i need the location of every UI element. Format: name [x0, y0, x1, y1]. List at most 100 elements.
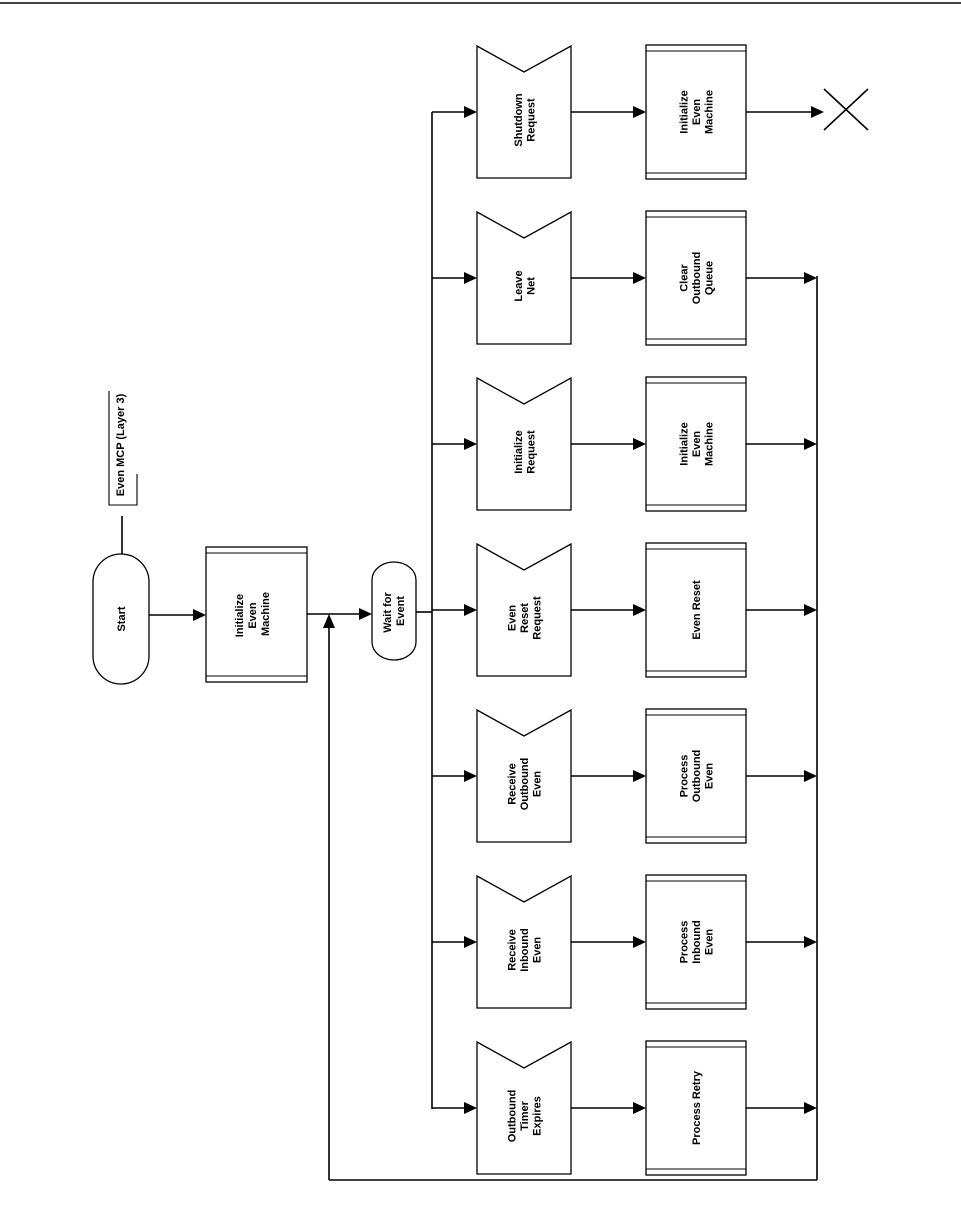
event-action-arrow-1	[633, 106, 646, 118]
action-exit-arrow-2	[804, 272, 817, 284]
start-label: Start	[116, 606, 128, 631]
start-terminator: Start	[92, 553, 150, 685]
event-label-7-line-1: Outbound	[507, 1090, 519, 1143]
init-to-wait-arrow	[359, 608, 372, 620]
action-label-5-line-3: Even	[704, 763, 716, 790]
action-exit-arrow-5	[804, 770, 817, 782]
action-label-6-line-2: Inbound	[691, 920, 703, 963]
initialize-process-line-2: Even	[247, 602, 259, 629]
event-action-arrow-6	[633, 936, 646, 948]
event-label-2-line-2: Net	[525, 277, 537, 295]
event-label-6: ReceiveInboundEven	[507, 928, 544, 971]
event-label-7: OutboundTimerExpires	[507, 1090, 544, 1143]
action-label-2: ClearOutboundQueue	[679, 252, 716, 305]
event-label-6-line-3: Even	[532, 937, 544, 964]
event-action-arrow-2	[633, 272, 646, 284]
event-label-5-line-2: Outbound	[519, 758, 531, 811]
event-action-arrow-7	[633, 1102, 646, 1114]
initialize-process-box	[205, 546, 308, 683]
termination-x-stroke-2	[823, 88, 869, 131]
initialize-process-line-3: Machine	[260, 592, 272, 636]
event-action-arrow-5	[633, 770, 646, 782]
event-label-6-line-1: Receive	[507, 929, 519, 971]
branch-arrow-2	[464, 272, 477, 284]
wait-shape	[371, 561, 417, 661]
action-box-6	[645, 874, 747, 1010]
action-box-4	[645, 542, 747, 678]
event-label-2: LeaveNet	[513, 270, 538, 301]
action-label-5-line-2: Outbound	[691, 750, 703, 803]
event-label-3-line-1: Initialize	[513, 430, 525, 473]
action-label-1-line-1: Initialize	[679, 90, 691, 133]
action-box-1	[645, 44, 747, 180]
event-action-arrow-4	[633, 604, 646, 616]
event-label-5: ReceiveOutboundEven	[507, 758, 544, 811]
action-exit-arrow-7	[804, 1102, 817, 1114]
action-label-1: InitializeEvenMachine	[679, 90, 716, 134]
action-label-2-line-1: Clear	[679, 264, 691, 292]
action-label-7-line-1: Process Retry	[691, 1070, 703, 1145]
action-exit-arrow-1	[811, 106, 824, 118]
action-exit-arrow-3	[804, 438, 817, 450]
annotation-bracket	[108, 391, 138, 506]
return-arrow	[323, 614, 335, 628]
branch-arrow-7	[464, 1102, 477, 1114]
start-shape	[92, 553, 150, 685]
event-label-4-line-3: Request	[532, 596, 544, 640]
event-label-5-line-1: Receive	[507, 763, 519, 805]
action-box-5	[645, 708, 747, 844]
event-label-3: InitializeRequest	[513, 430, 538, 474]
action-label-5: ProcessOutboundEven	[679, 750, 716, 803]
action-box-2	[645, 210, 747, 346]
initialize-process: Initialize Even Machine	[205, 546, 308, 683]
wait-line-2: Event	[395, 596, 407, 626]
event-label-7-line-3: Expires	[532, 1096, 544, 1136]
event-label-1: ShutdownRequest	[513, 93, 538, 146]
event-label-4-line-1: Even	[507, 605, 519, 632]
event-label-7-line-2: Timer	[519, 1100, 531, 1130]
branch-arrow-1	[464, 106, 477, 118]
action-box-7	[645, 1040, 747, 1176]
event-row-2: LeaveNet ClearOutboundQueue	[432, 210, 817, 346]
initialize-process-label: Initialize Even Machine	[234, 591, 272, 637]
event-row-1: ShutdownRequest InitializeEvenMachine	[432, 44, 824, 180]
action-label-3-line-2: Even	[691, 431, 703, 458]
event-label-1-line-2: Request	[525, 98, 537, 142]
action-label-3: InitializeEvenMachine	[679, 422, 716, 466]
action-box-3	[645, 376, 747, 512]
event-row-7: OutboundTimerExpires Process Retry	[432, 1040, 817, 1176]
event-label-6-line-2: Inbound	[519, 928, 531, 971]
event-label-5-line-3: Even	[532, 771, 544, 798]
action-label-1-line-3: Machine	[704, 90, 716, 134]
event-label-3-line-2: Request	[525, 430, 537, 474]
event-action-arrow-3	[633, 438, 646, 450]
action-label-5-line-1: Process	[679, 755, 691, 798]
action-label-2-line-2: Outbound	[691, 252, 703, 305]
action-label-6: ProcessInboundEven	[679, 920, 716, 963]
wait-line-1: Wait for	[382, 592, 394, 633]
initialize-process-line-1: Initialize	[234, 594, 246, 637]
event-label-4: EvenResetRequest	[507, 596, 544, 640]
event-label-2-line-1: Leave	[513, 270, 525, 301]
action-label-2-line-3: Queue	[704, 261, 716, 295]
action-exit-arrow-6	[804, 936, 817, 948]
action-label-4: Even Reset	[691, 580, 703, 640]
action-label-6-line-3: Even	[704, 929, 716, 956]
event-label-4-line-2: Reset	[519, 603, 531, 633]
branch-arrow-6	[464, 936, 477, 948]
action-label-3-line-3: Machine	[704, 422, 716, 466]
start-to-init-arrow	[193, 609, 206, 621]
annotation-label: Even MCP (Layer 3)	[115, 393, 127, 496]
branch-arrow-4	[464, 604, 477, 616]
action-label-3-line-1: Initialize	[679, 422, 691, 465]
action-exit-arrow-4	[804, 604, 817, 616]
action-label-6-line-1: Process	[679, 921, 691, 964]
action-label-4-line-1: Even Reset	[691, 580, 703, 640]
